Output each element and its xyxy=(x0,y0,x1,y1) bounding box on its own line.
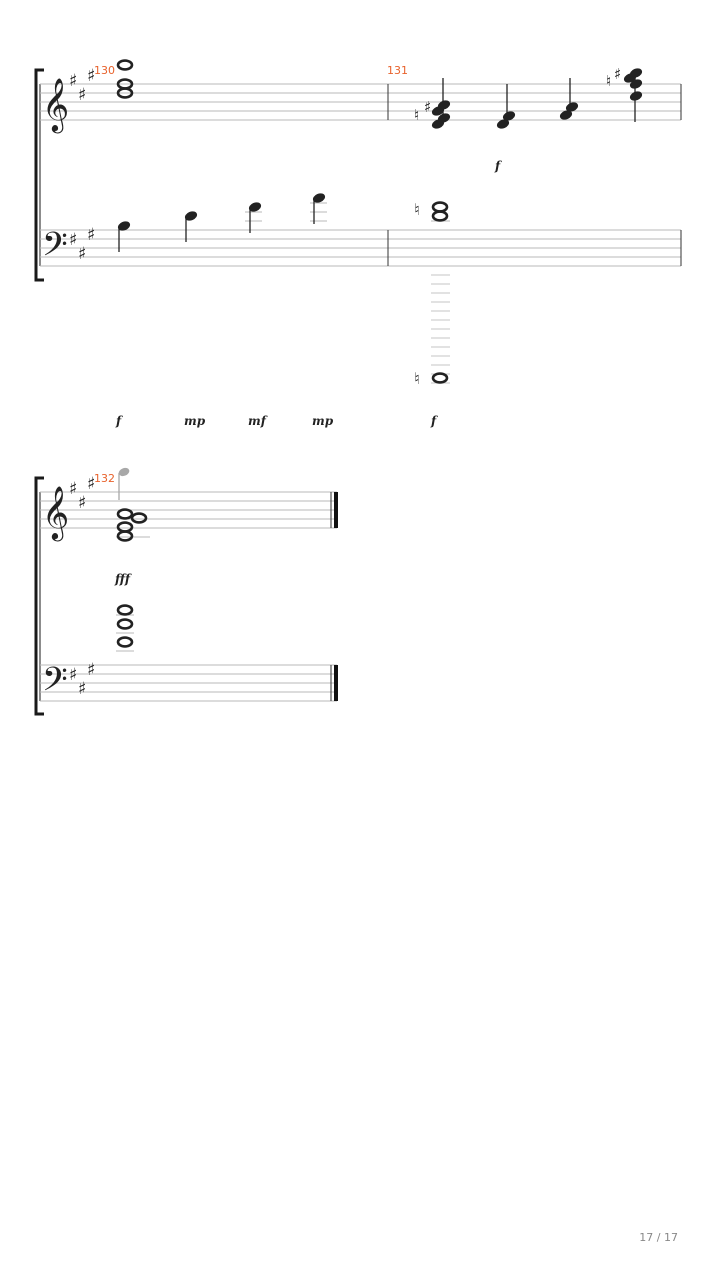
quarter-note xyxy=(245,200,263,233)
dynamic-marking: fff xyxy=(114,572,132,586)
quarter-chord xyxy=(558,78,580,122)
treble-staff xyxy=(40,83,681,121)
treble-staff xyxy=(40,491,337,529)
treble-clef-icon: 𝄞 xyxy=(42,485,69,541)
quarter-chord: ♮ ♯ xyxy=(414,78,452,131)
bass-staff xyxy=(40,229,681,267)
whole-note-chord xyxy=(116,508,150,542)
ghost-note xyxy=(118,467,130,500)
dynamic-marking: f xyxy=(494,159,502,173)
svg-text:♯: ♯ xyxy=(69,479,77,499)
measure-number: 130 xyxy=(94,64,115,77)
svg-text:♯: ♯ xyxy=(69,71,77,91)
ledger-lines xyxy=(431,274,450,384)
whole-note-chord xyxy=(116,59,134,99)
dynamic-marking: mf xyxy=(248,414,268,428)
svg-text:♯: ♯ xyxy=(87,474,95,494)
key-signature-treble: ♯♯♯ xyxy=(69,474,95,513)
svg-text:♯: ♯ xyxy=(87,66,95,86)
whole-note-chord xyxy=(116,604,134,652)
svg-text:♯: ♯ xyxy=(69,665,77,685)
system-bracket xyxy=(34,68,44,282)
whole-note: ♮ xyxy=(414,369,449,388)
svg-text:♮: ♮ xyxy=(606,72,611,90)
svg-text:♯: ♯ xyxy=(78,85,86,105)
svg-text:♮: ♮ xyxy=(414,369,420,388)
bass-clef-icon: 𝄢 xyxy=(42,226,68,272)
treble-clef-icon: 𝄞 xyxy=(42,77,69,133)
dynamic-marking: mp xyxy=(312,414,334,428)
svg-text:♮: ♮ xyxy=(414,106,419,124)
svg-text:♯: ♯ xyxy=(78,493,86,513)
key-signature-treble: ♯♯♯ xyxy=(69,66,95,105)
measure-number: 132 xyxy=(94,472,115,485)
system-1: 𝄞 𝄢 ♯♯♯ ♯♯♯ 130 131 xyxy=(34,59,682,428)
key-signature-bass: ♯♯♯ xyxy=(69,660,95,699)
page-number: 17 / 17 xyxy=(639,1231,678,1244)
svg-text:♯: ♯ xyxy=(78,244,86,264)
svg-text:♯: ♯ xyxy=(424,98,431,116)
dynamic-marking: mp xyxy=(184,414,206,428)
dynamic-marking: f xyxy=(430,414,438,428)
svg-text:♯: ♯ xyxy=(78,679,86,699)
system-bracket xyxy=(34,476,44,716)
bass-staff xyxy=(40,664,337,702)
bass-clef-icon: 𝄢 xyxy=(42,661,68,707)
svg-text:♯: ♯ xyxy=(87,660,95,680)
measure-number: 131 xyxy=(387,64,408,77)
quarter-chord: ♮ ♯ xyxy=(606,65,644,122)
quarter-chord xyxy=(495,84,517,131)
svg-text:♯: ♯ xyxy=(87,225,95,245)
svg-text:♮: ♮ xyxy=(414,200,420,219)
whole-note-chord: ♮ xyxy=(414,200,450,222)
quarter-note xyxy=(183,209,199,242)
system-2: 𝄞 𝄢 ♯♯♯ ♯♯♯ 132 fff xyxy=(34,467,338,716)
quarter-note xyxy=(116,219,132,252)
dynamic-marking: f xyxy=(115,414,123,428)
svg-text:♯: ♯ xyxy=(614,65,621,83)
svg-text:♯: ♯ xyxy=(69,230,77,250)
quarter-note xyxy=(310,191,327,224)
key-signature-bass: ♯♯♯ xyxy=(69,225,95,264)
final-barline xyxy=(330,492,338,701)
